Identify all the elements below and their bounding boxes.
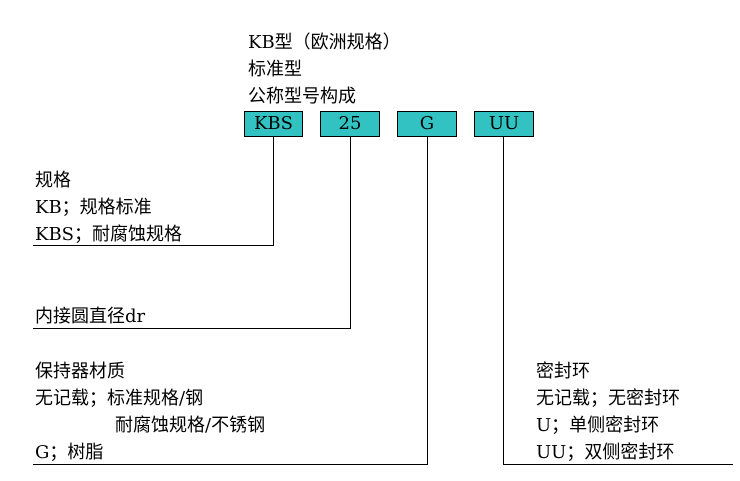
connector-material-vertical: [427, 137, 428, 465]
code-box-kbs: KBS: [244, 111, 303, 137]
connector-seal-horizontal: [503, 464, 733, 465]
connector-diameter-vertical: [350, 137, 351, 329]
seal-title: 密封环: [536, 361, 590, 382]
seal-item-none: 无记载；无密封环: [536, 388, 680, 409]
material-item-resin: G；树脂: [35, 442, 104, 463]
connector-material-horizontal: [33, 464, 428, 465]
spec-title: 规格: [35, 170, 71, 191]
connector-diameter-horizontal: [33, 328, 351, 329]
code-box-uu: UU: [474, 111, 534, 137]
spec-item-kb: KB；规格标准: [35, 197, 152, 218]
title-line-2: 标准型: [248, 59, 302, 80]
connector-spec-vertical: [273, 137, 274, 246]
title-line-1: KB型（欧洲规格）: [248, 32, 401, 53]
seal-item-double: UU；双侧密封环: [536, 442, 675, 463]
title-line-3: 公称型号构成: [248, 86, 356, 107]
material-title: 保持器材质: [35, 361, 125, 382]
connector-spec-horizontal: [33, 245, 274, 246]
material-item-standard: 无记载；标准规格/钢: [35, 388, 204, 409]
diameter-title: 内接圆直径dr: [35, 306, 146, 327]
code-box-25: 25: [320, 111, 380, 137]
connector-seal-vertical: [503, 137, 504, 465]
code-box-g: G: [397, 111, 457, 137]
material-item-stainless: 耐腐蚀规格/不锈钢: [115, 415, 266, 436]
spec-item-kbs: KBS；耐腐蚀规格: [35, 224, 183, 245]
seal-item-single: U；单侧密封环: [536, 415, 660, 436]
